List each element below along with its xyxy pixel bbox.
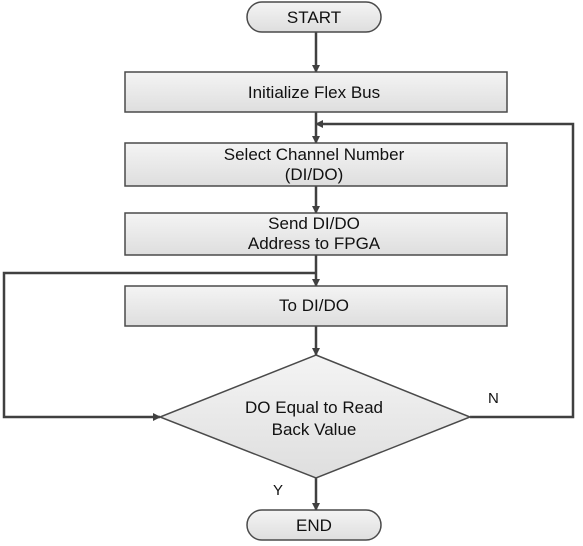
loop-left-path [2, 271, 316, 421]
process-send-address: Send DI/DO Address to FPGA [124, 212, 508, 256]
decision-label-line2: Back Value [272, 420, 357, 439]
end-label: END [296, 516, 332, 535]
connectors [2, 32, 575, 511]
decision-do-equal: DO Equal to Read Back Value [157, 354, 473, 479]
end-terminator: END [246, 509, 382, 541]
select-channel-label-line1: Select Channel Number [224, 145, 405, 164]
process-initialize-flex-bus: Initialize Flex Bus [124, 71, 508, 113]
decision-label-line1: DO Equal to Read [245, 398, 383, 417]
branch-yes-label: Y [273, 482, 283, 499]
send-address-label-line2: Address to FPGA [248, 234, 381, 253]
process-to-dido: To DI/DO [124, 285, 508, 327]
send-address-label-line1: Send DI/DO [268, 214, 360, 233]
to-dido-label: To DI/DO [279, 296, 349, 315]
start-label: START [287, 8, 341, 27]
branch-no-label: N [488, 390, 499, 407]
initialize-flex-bus-label: Initialize Flex Bus [248, 83, 380, 102]
start-terminator: START [246, 1, 382, 33]
loop-no-path [315, 120, 575, 419]
select-channel-label-line2: (DI/DO) [285, 165, 344, 184]
process-select-channel: Select Channel Number (DI/DO) [124, 142, 508, 187]
